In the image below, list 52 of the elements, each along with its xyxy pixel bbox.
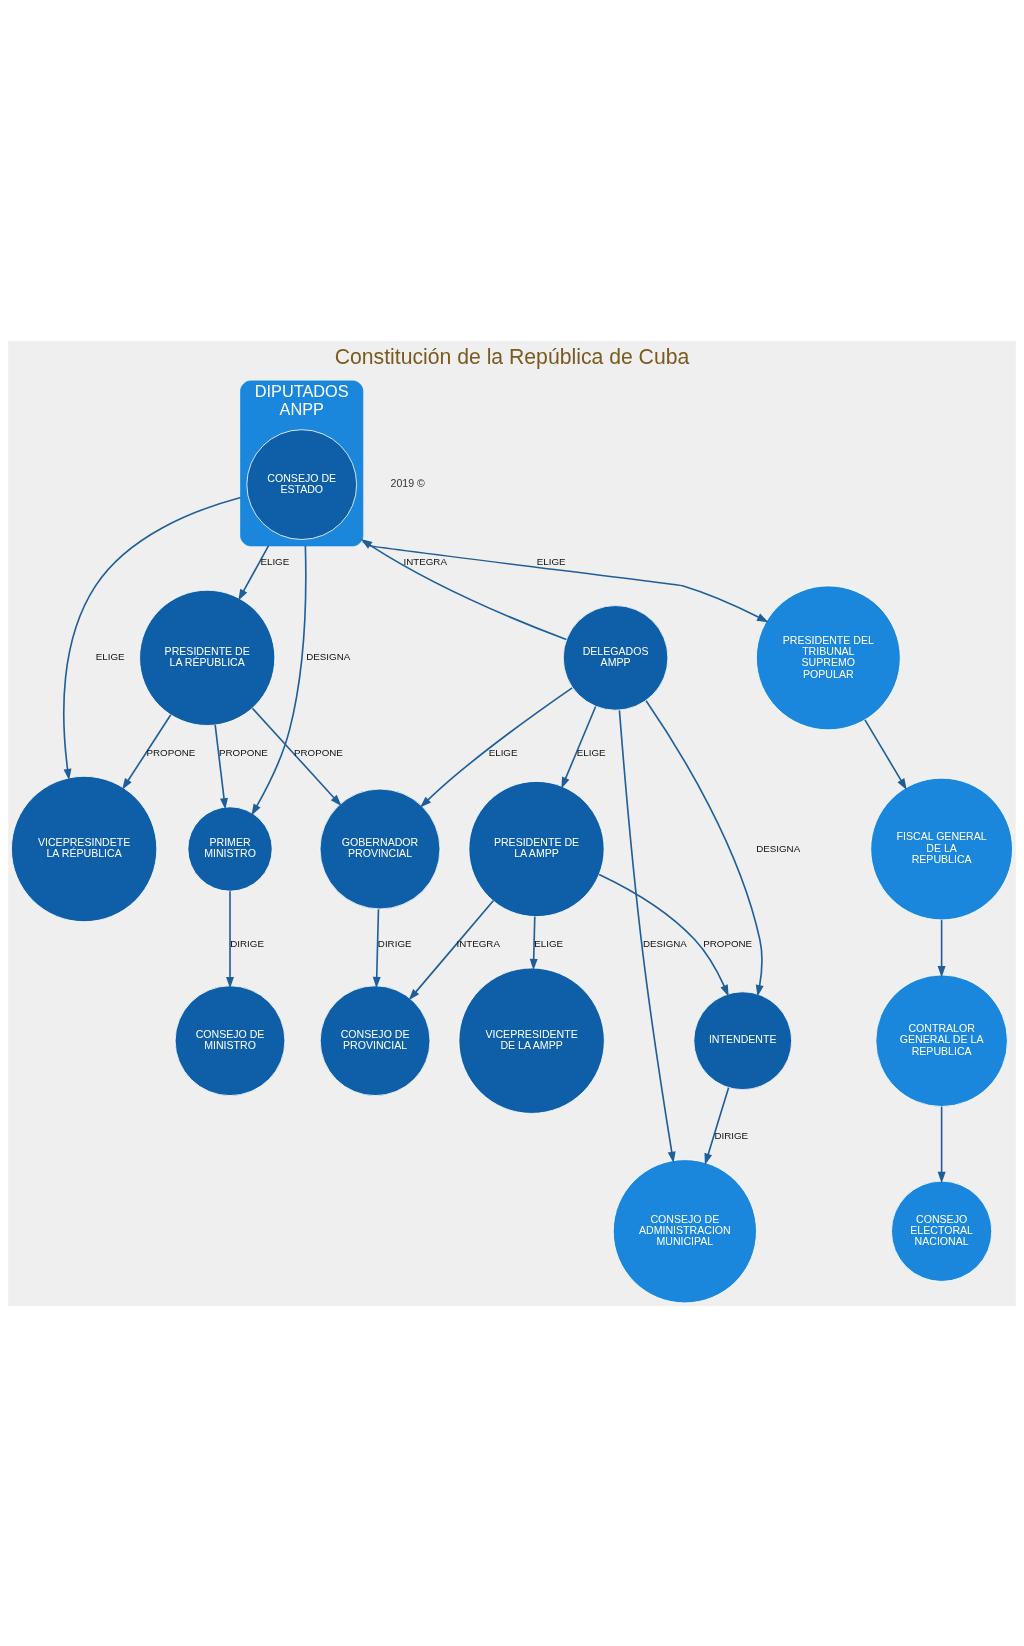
arrow xyxy=(937,1105,946,1183)
edge-label: ELIGE xyxy=(260,555,290,567)
edge-label: ELIGE xyxy=(95,650,125,662)
arrow xyxy=(251,544,307,815)
arrow xyxy=(122,713,172,790)
arrow xyxy=(561,705,597,789)
edge-label: DESIGNA xyxy=(642,937,687,949)
edge-label: ELIGE xyxy=(536,555,566,567)
edge-label: INTEGRA xyxy=(456,937,500,949)
arrow xyxy=(362,540,769,622)
arrow xyxy=(360,538,568,640)
arrow xyxy=(372,907,381,988)
arrow xyxy=(529,915,538,970)
edge-label: DIRIGE xyxy=(714,1129,749,1141)
node-circle: CONTRALOR GENERAL DE LA REPUBLICA xyxy=(875,974,1008,1107)
edge-label: PROPONE xyxy=(294,746,343,758)
node-circle: DELEGADOS AMPP xyxy=(562,604,669,711)
node-circle: CONSEJO DE ESTADO xyxy=(246,428,358,540)
edge-label: PROPONE xyxy=(146,746,196,758)
arrow xyxy=(618,709,676,1163)
arrow xyxy=(238,544,270,601)
edge-label: DESIGNA xyxy=(306,650,351,662)
edge-label: DIRIGE xyxy=(230,937,264,949)
node-circle: CONSEJO DE PROVINCIAL xyxy=(319,984,431,1096)
arrow xyxy=(214,723,228,810)
node-circle: PRESIDENTE DE LA AMPP xyxy=(468,780,605,917)
edge-label: PROPONE xyxy=(703,937,753,949)
node-circle: VICEPRESIDENTE DE LA AMPP xyxy=(458,967,605,1114)
node-circle: GOBERNADOR PROVINCIAL xyxy=(319,788,441,909)
node-circle: INTENDENTE xyxy=(693,990,793,1090)
arrow xyxy=(704,1086,730,1165)
diagram-title: Constitución de la República de Cuba xyxy=(334,344,690,368)
edge-label: PROPONE xyxy=(219,746,268,758)
node-circle: CONSEJO DE ADMINISTRACION MUNICIPAL xyxy=(612,1158,757,1303)
arrow xyxy=(645,699,764,996)
arrow xyxy=(62,496,242,780)
edge-label: ELIGE xyxy=(534,937,564,949)
arrow xyxy=(420,686,574,807)
node-circle: CONSEJO DE MINISTRO xyxy=(174,984,286,1096)
edge-label: ELIGE xyxy=(488,746,518,758)
arrow xyxy=(937,918,946,977)
arrow xyxy=(251,706,342,806)
label: 2019 © xyxy=(390,476,425,489)
edge-label: ELIGE xyxy=(576,746,606,758)
arrow xyxy=(226,890,234,988)
edge-label: INTEGRA xyxy=(403,555,447,567)
node-circle: CONSEJO ELECTORAL NACIONAL xyxy=(891,1180,993,1282)
edge-label: DESIGNA xyxy=(756,842,801,854)
arrow xyxy=(598,873,729,996)
arrow xyxy=(864,718,907,790)
edge-label: DIRIGE xyxy=(377,937,412,949)
arrow xyxy=(408,899,495,1000)
